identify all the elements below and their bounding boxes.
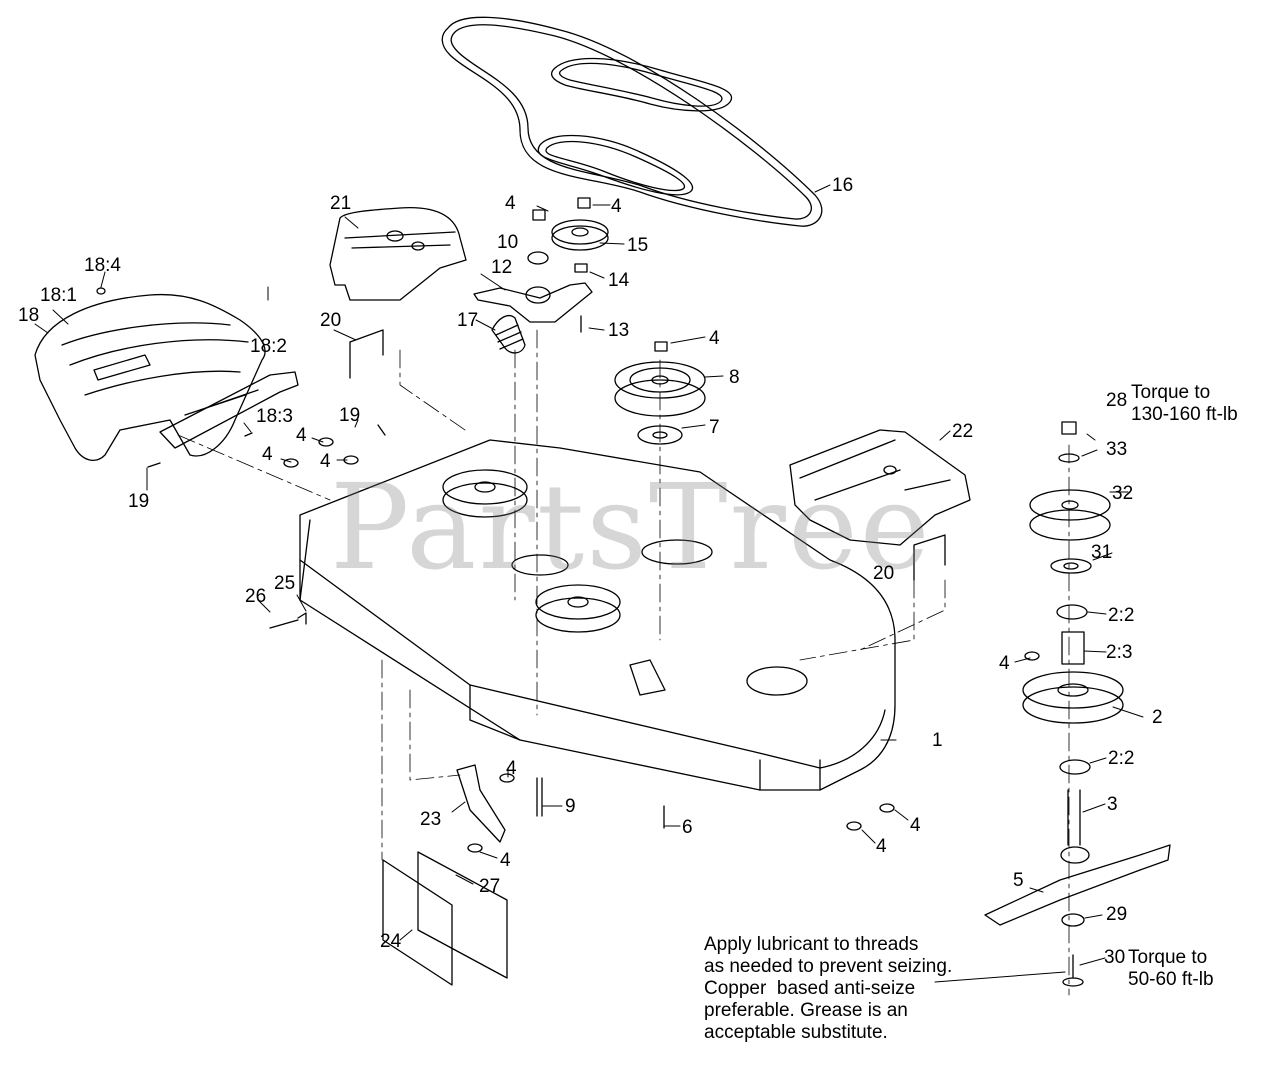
torque-note-bottom-line-1: Torque to: [1128, 947, 1208, 968]
callout-25: 25: [274, 573, 296, 594]
callout-27: 27: [479, 876, 501, 897]
deck-guard-cover: [34, 293, 266, 461]
watermark: PartsTree: [330, 458, 932, 596]
drive-belt: [441, 16, 823, 227]
lubricant-note-line-3: Copper based anti-seize: [704, 978, 916, 999]
mower-deck: [299, 439, 896, 791]
callout-4-k: 4: [500, 850, 511, 871]
discharge-chute: [456, 764, 506, 843]
callout-3: 3: [1107, 794, 1118, 815]
callout-31: 31: [1091, 542, 1113, 563]
callout-4-b: 4: [611, 196, 622, 217]
callout-24: 24: [380, 931, 402, 952]
lubricant-note-line-5: acceptable substitute.: [704, 1022, 888, 1043]
callout-15: 15: [627, 235, 649, 256]
callout-2-2-b: 2:2: [1108, 748, 1135, 769]
torque-note-top-line-2: 130-160 ft-lb: [1131, 404, 1238, 425]
guard-bracket: [159, 371, 299, 449]
callout-22: 22: [952, 421, 974, 442]
deck-pulleys: [442, 469, 808, 696]
lubricant-note-line-2: as needed to prevent seizing.: [704, 956, 953, 977]
callout-18-3: 18:3: [256, 406, 293, 427]
callout-4-e: 4: [262, 444, 273, 465]
torque-note-top: Torque to 130-160 ft-lb: [1131, 382, 1238, 426]
callout-21: 21: [330, 193, 352, 214]
callout-4-a: 4: [505, 193, 516, 214]
callout-23: 23: [420, 809, 442, 830]
lubricant-note-line-4: preferable. Grease is an: [704, 1000, 908, 1021]
idler-assembly: [473, 197, 609, 354]
callout-30: 30: [1104, 947, 1126, 968]
callout-13: 13: [608, 320, 630, 341]
callout-18-4: 18:4: [84, 255, 121, 276]
callout-8: 8: [729, 367, 740, 388]
spindle-assembly: [984, 421, 1171, 987]
torque-note-top-line-1: Torque to: [1131, 382, 1211, 403]
callout-29: 29: [1106, 904, 1128, 925]
callout-4-i: 4: [910, 815, 921, 836]
callout-4-j: 4: [876, 836, 887, 857]
callout-4-d: 4: [296, 425, 307, 446]
baffle-plates: [382, 851, 508, 986]
callout-2: 2: [1152, 707, 1163, 728]
callout-16: 16: [832, 175, 854, 196]
leader-lines: [34, 184, 1144, 983]
fasteners: [96, 287, 1040, 853]
callout-12: 12: [491, 257, 513, 278]
callout-17: 17: [457, 310, 479, 331]
callout-32: 32: [1112, 483, 1134, 504]
callout-9: 9: [565, 796, 576, 817]
callout-1: 1: [932, 730, 943, 751]
lubricant-note: Apply lubricant to threads as needed to …: [704, 934, 952, 1044]
callout-19-a: 19: [339, 405, 361, 426]
callout-4-f: 4: [320, 451, 331, 472]
callout-18-2: 18:2: [250, 336, 287, 357]
callout-4-h: 4: [506, 758, 517, 779]
callout-4-g: 4: [999, 653, 1010, 674]
callout-14: 14: [608, 270, 630, 291]
callout-2-3: 2:3: [1106, 642, 1133, 663]
callout-18-1: 18:1: [40, 285, 77, 306]
callout-20-b: 20: [873, 563, 895, 584]
callout-26: 26: [245, 586, 267, 607]
callout-18: 18: [18, 305, 40, 326]
torque-note-bottom: Torque to 50-60 ft-lb: [1128, 947, 1214, 991]
torque-note-bottom-line-2: 50-60 ft-lb: [1128, 969, 1214, 990]
callout-6: 6: [682, 817, 693, 838]
belt-cover-left: [329, 207, 467, 301]
callout-2-2-a: 2:2: [1108, 605, 1135, 626]
callout-5: 5: [1013, 870, 1024, 891]
lubricant-note-line-1: Apply lubricant to threads: [704, 934, 919, 955]
callout-4-c: 4: [709, 328, 720, 349]
callout-20-a: 20: [320, 310, 342, 331]
callout-7: 7: [709, 417, 720, 438]
assembly-guide-lines: [177, 329, 1070, 996]
callout-19-b: 19: [128, 491, 150, 512]
callout-28: 28: [1106, 390, 1128, 411]
callout-10: 10: [497, 232, 519, 253]
callout-33: 33: [1106, 439, 1128, 460]
belt-cover-right: [789, 429, 971, 546]
